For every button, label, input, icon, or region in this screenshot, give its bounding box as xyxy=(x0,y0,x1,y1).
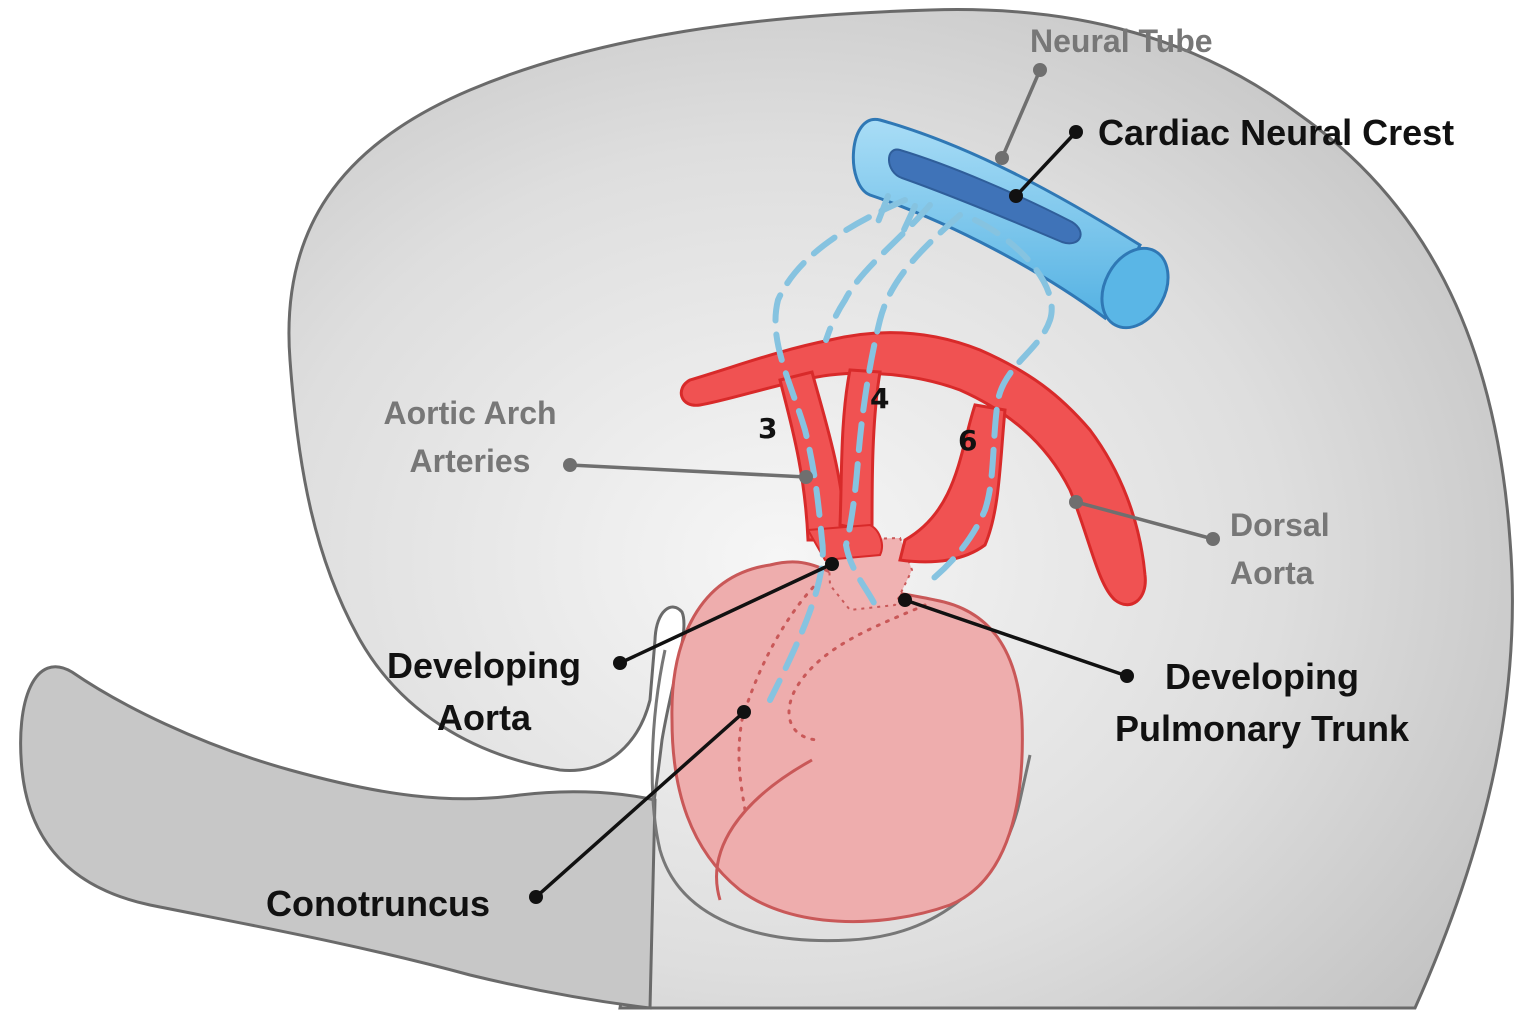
label-aortic-arch-line2: Arteries xyxy=(410,443,531,479)
label-conotruncus: Conotruncus xyxy=(266,883,490,924)
label-arch-4: 4 xyxy=(870,382,889,415)
dot-conotruncus-target xyxy=(737,705,751,719)
dot-cnc-label xyxy=(1069,125,1083,139)
dot-da-target xyxy=(1069,495,1083,509)
label-arch-6: 6 xyxy=(958,424,977,457)
label-aortic-arch-line1: Aortic Arch xyxy=(383,395,556,431)
label-dorsal-aorta-line1: Dorsal xyxy=(1230,507,1330,543)
dot-da-label xyxy=(1206,532,1220,546)
label-neural-tube: Neural Tube xyxy=(1030,23,1213,59)
label-developing-aorta-line2: Aorta xyxy=(437,697,532,738)
dot-dev-aorta-label xyxy=(613,656,627,670)
dot-cnc-target xyxy=(1009,189,1023,203)
label-cardiac-neural-crest: Cardiac Neural Crest xyxy=(1098,112,1454,153)
dot-pt-target xyxy=(898,593,912,607)
label-pulmonary-trunk-line2: Pulmonary Trunk xyxy=(1115,708,1410,749)
dot-dev-aorta-target xyxy=(825,557,839,571)
label-pulmonary-trunk-line1: Developing xyxy=(1165,656,1359,697)
label-developing-aorta-line1: Developing xyxy=(387,645,581,686)
label-arch-3: 3 xyxy=(758,412,777,445)
dot-neural-tube-target xyxy=(995,151,1009,165)
label-dorsal-aorta-line2: Aorta xyxy=(1230,555,1314,591)
dot-neural-tube-label xyxy=(1033,63,1047,77)
dot-pt-label xyxy=(1120,669,1134,683)
dot-aaa-label xyxy=(563,458,577,472)
dot-aaa-target xyxy=(799,470,813,484)
dot-conotruncus-label xyxy=(529,890,543,904)
